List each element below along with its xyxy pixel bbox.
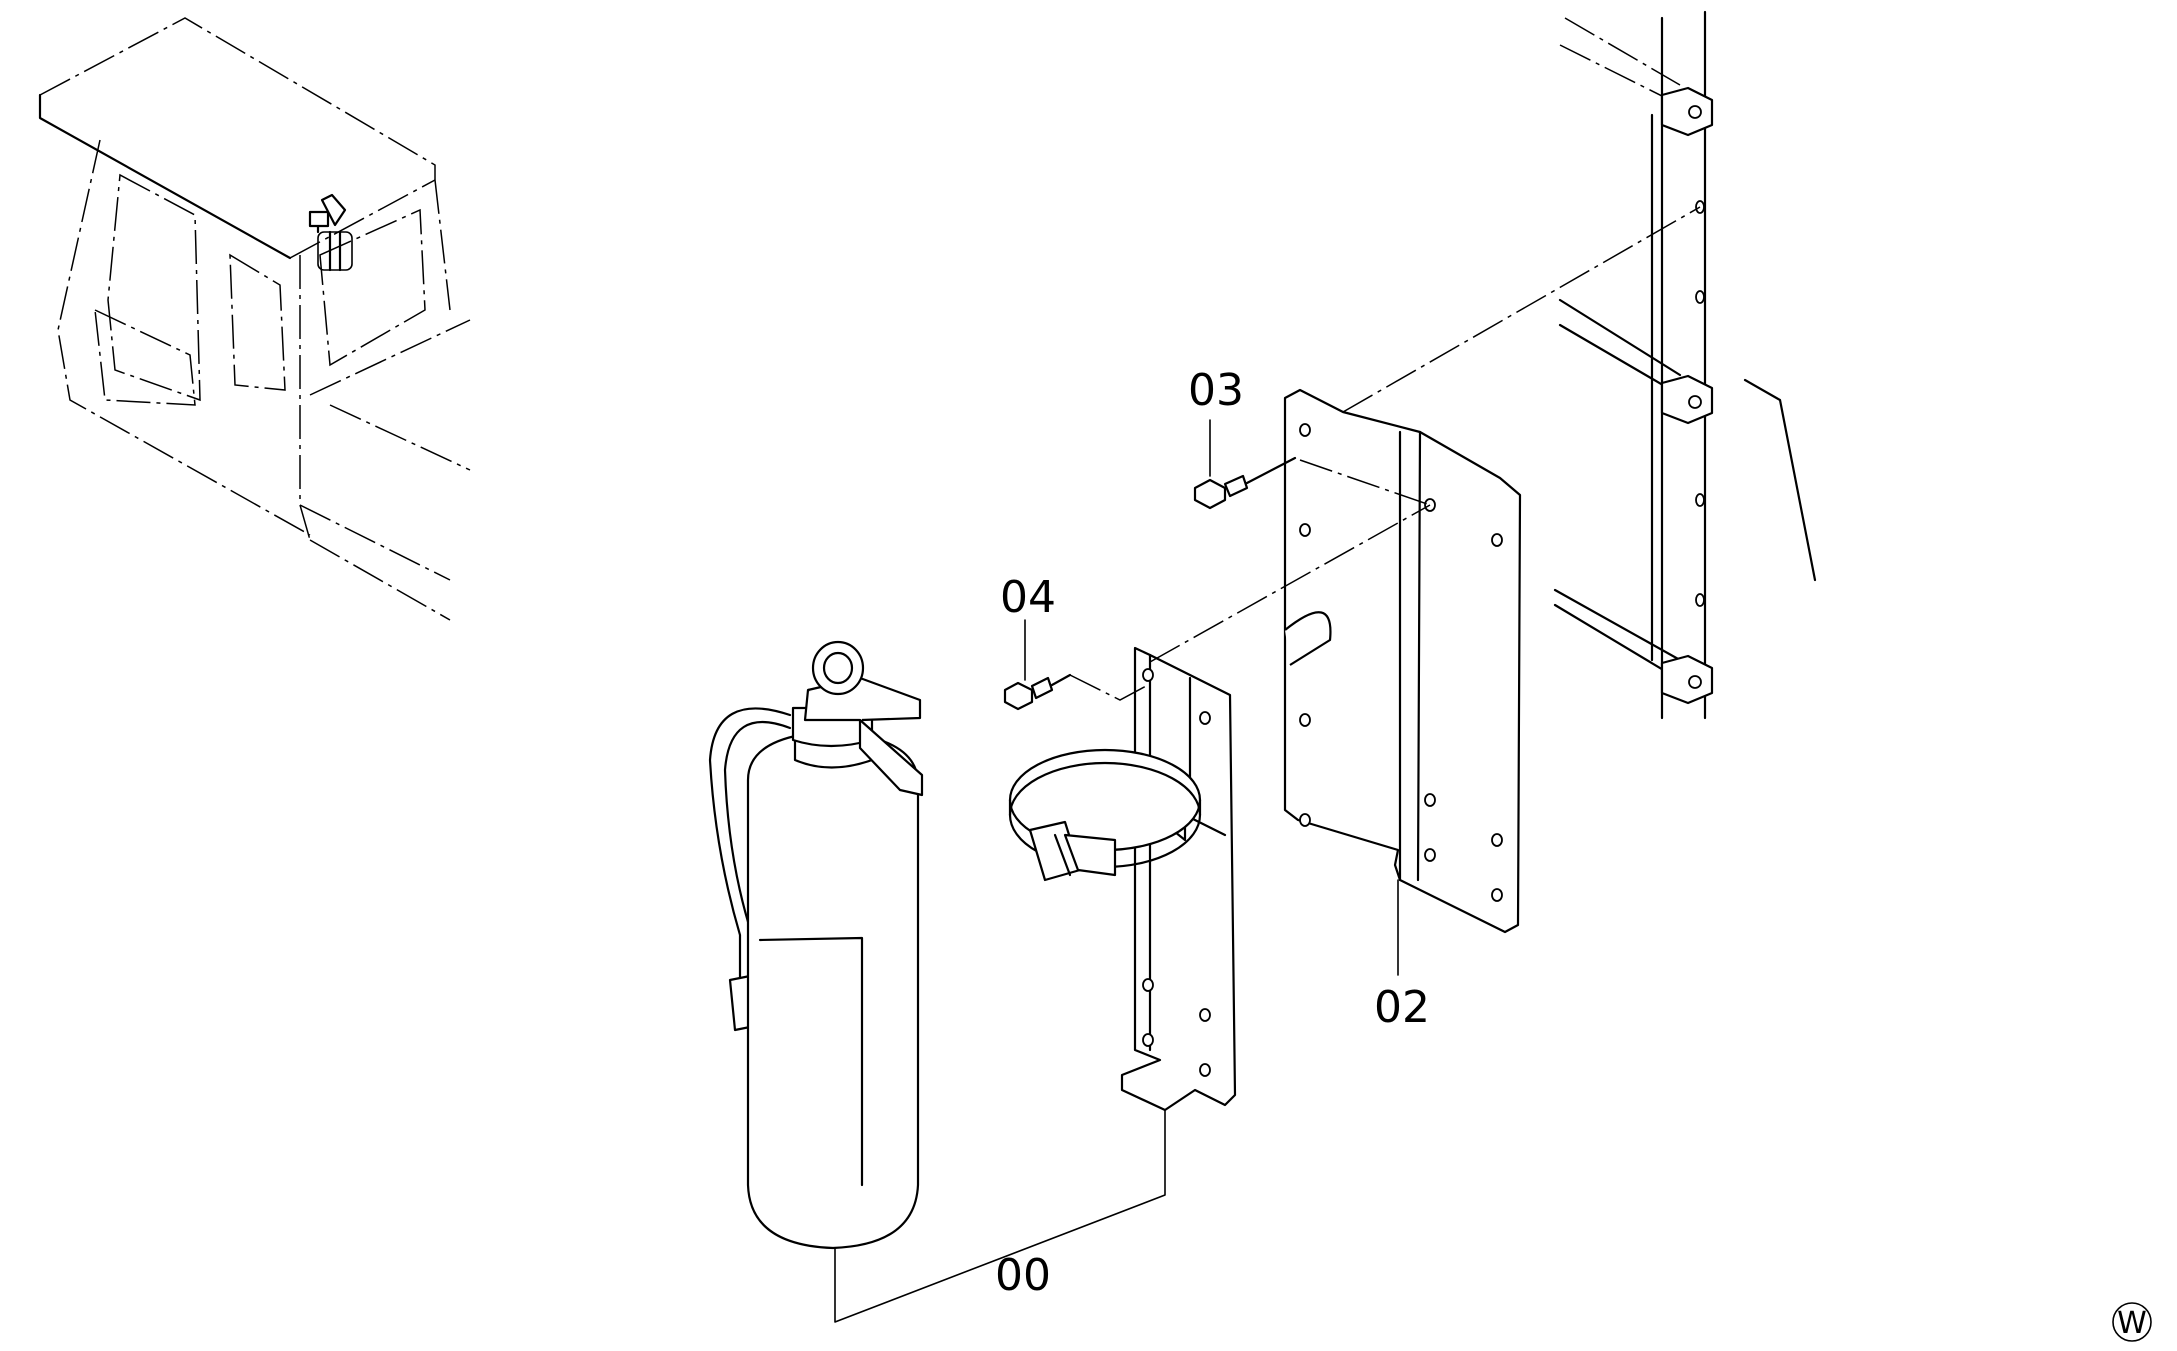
assembly-lines <box>834 206 1701 1323</box>
frame-bolt-top <box>1660 86 1714 137</box>
corner-w-mark: W <box>2112 1302 2152 1342</box>
cab-frame <box>1553 10 1817 720</box>
frame-bolt-bottom <box>1660 654 1714 705</box>
fire-extinguisher <box>708 640 924 1250</box>
extinguisher-location-marker <box>308 193 353 272</box>
extinguisher-holder <box>1008 646 1237 1112</box>
corner-mark-letter: W <box>2117 1306 2147 1341</box>
bolt-03 <box>1193 456 1297 510</box>
label-00: 00 <box>995 1250 1051 1301</box>
cab-overview-inset <box>38 17 471 621</box>
label-02: 02 <box>1374 982 1430 1033</box>
bracket-plate <box>1283 388 1522 934</box>
bolt-04 <box>1003 673 1072 711</box>
frame-bolt-middle <box>1660 374 1714 425</box>
label-04: 04 <box>1000 572 1056 623</box>
label-03: 03 <box>1188 365 1244 416</box>
holder-ring-band <box>1008 748 1202 882</box>
